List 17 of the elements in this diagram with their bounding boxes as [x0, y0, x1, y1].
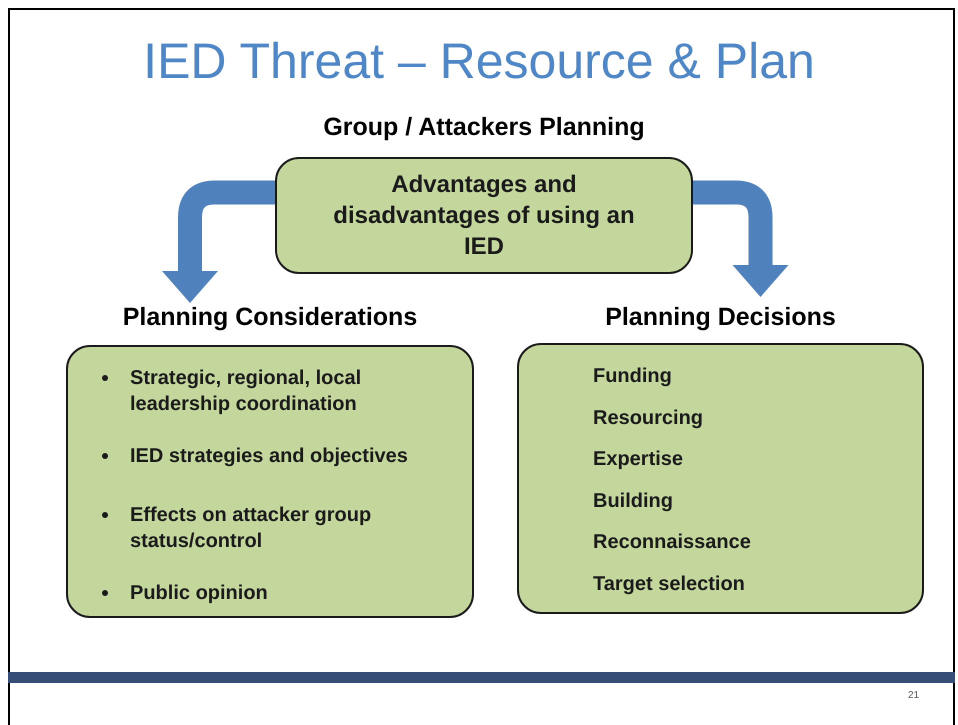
list-item: Expertise [593, 447, 684, 472]
list-item: Funding [593, 364, 672, 389]
list-item: Target selection [593, 572, 745, 596]
section-heading: Planning Considerations [122, 303, 418, 332]
bullet-text: Effects on attacker group status/control [130, 503, 372, 554]
bullet-text: Public opinion [130, 581, 269, 606]
page-number: 21 [908, 690, 920, 701]
list-item: Reconnaissance [593, 530, 751, 555]
slide-title: IED Threat – Resource & Plan [143, 33, 815, 89]
box-text: Advantages and disadvantages of using an IED [332, 170, 636, 262]
block-arrow [693, 180, 788, 297]
bullet-text: IED strategies and objectives [130, 444, 409, 469]
list-item: Resourcing [593, 406, 704, 430]
bullet-text: Strategic, regional, local leadership coordination [130, 366, 362, 417]
list-item: Building [593, 488, 673, 514]
section-heading: Planning Decisions [605, 303, 836, 332]
section-heading: Group / Attackers Planning [323, 113, 645, 142]
